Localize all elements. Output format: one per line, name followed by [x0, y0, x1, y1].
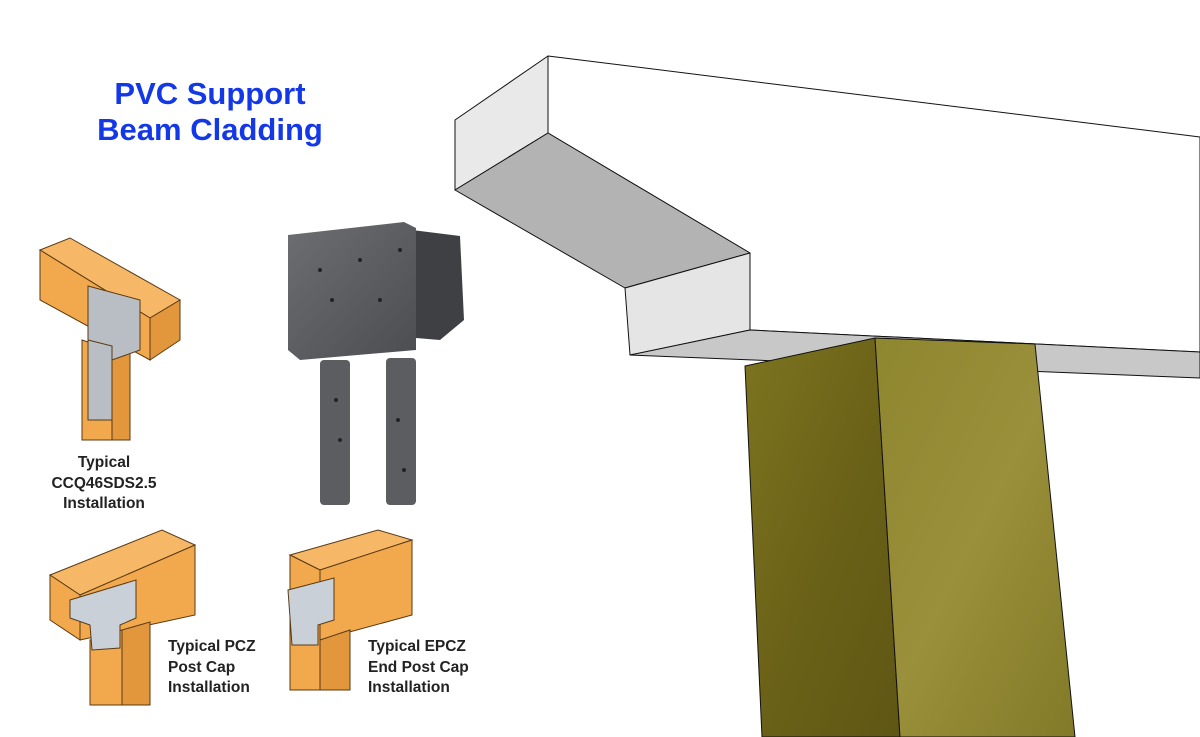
caption-ccq-line: CCQ46SDS2.5: [51, 474, 157, 492]
title-line-2: Beam Cladding: [97, 112, 323, 147]
diagram-title: PVC Support Beam Cladding: [60, 76, 360, 148]
pcz-installation-illustration: [48, 529, 197, 706]
caption-pcz-line: Installation: [168, 679, 250, 696]
support-post: [744, 337, 1076, 737]
epcz-installation-illustration: [287, 529, 414, 691]
post-side-face: [744, 337, 901, 737]
title-line-1: PVC Support: [114, 76, 306, 111]
caption-epcz-line: Installation: [368, 679, 450, 696]
caption-epcz-line: End Post Cap: [368, 658, 469, 676]
caption-pcz-line: Post Cap: [168, 658, 236, 676]
caption-epcz: Typical EPCZ End Post Cap Installation: [368, 637, 469, 699]
caption-ccq: Typical CCQ46SDS2.5 Installation: [48, 453, 160, 515]
caption-pcz-line: Typical PCZ: [168, 638, 256, 655]
post-front-face: [874, 337, 1076, 737]
caption-pcz: Typical PCZ Post Cap Installation: [168, 637, 256, 699]
beam-cladding-model: [454, 55, 1200, 379]
ccq-bracket-product: [288, 222, 464, 505]
caption-ccq-line: Installation: [63, 495, 145, 512]
ccq-installation-illustration: [38, 237, 181, 441]
caption-ccq-line: Typical: [77, 454, 131, 471]
caption-epcz-line: Typical EPCZ: [368, 638, 466, 655]
